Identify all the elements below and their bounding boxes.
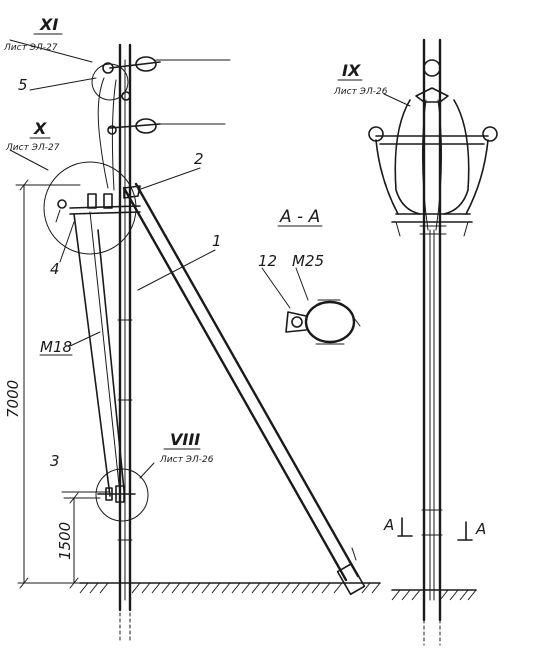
left-elevation-view: 7000 1500 5 2 1 4 3 М18 — [3, 15, 381, 641]
insulator-cage — [368, 87, 498, 237]
label-item-5: 5 — [18, 76, 28, 94]
dimension-7000: 7000 — [4, 179, 81, 589]
label-wire-m18: М18 — [40, 338, 72, 356]
callout-x: X Лист ЭЛ-27 — [5, 119, 60, 153]
label-item-1: 1 — [212, 232, 222, 250]
section-title: А - А — [279, 207, 320, 227]
callout-viii: VIII Лист ЭЛ-26 — [159, 430, 214, 465]
callout-xi: XI Лист ЭЛ-27 — [3, 15, 63, 53]
dimension-1500: 1500 — [56, 492, 101, 589]
label-item-12: 12 — [258, 252, 277, 270]
callout-viii-numeral: VIII — [170, 430, 200, 449]
callout-x-sheet: Лист ЭЛ-27 — [5, 143, 60, 153]
label-bolt-m25: М25 — [292, 252, 324, 270]
main-pole — [117, 43, 133, 641]
detail-circle-viii — [95, 468, 149, 522]
callout-xi-sheet: Лист ЭЛ-27 — [3, 43, 58, 53]
lower-crossarm — [55, 185, 141, 223]
callout-xi-numeral: XI — [39, 15, 58, 34]
right-elevation-view: IX Лист ЭЛ-26 А А — [333, 38, 498, 646]
section-mark-left: А — [383, 516, 394, 534]
callout-viii-sheet: Лист ЭЛ-26 — [159, 455, 214, 465]
upper-insulators — [97, 56, 231, 191]
dim-1500-text: 1500 — [56, 522, 74, 560]
ground-left — [79, 582, 381, 594]
callout-ix-numeral: IX — [342, 61, 361, 80]
label-item-3: 3 — [50, 452, 60, 470]
section-cut-marks: А А — [383, 516, 486, 541]
lifting-eye — [423, 59, 441, 77]
side-pole — [421, 38, 443, 646]
section-mark-right: А — [475, 520, 486, 538]
guy-wire — [73, 211, 125, 497]
pole-clamp — [285, 299, 361, 345]
callout-ix-sheet: Лист ЭЛ-26 — [333, 87, 388, 97]
section-a-a: А - А 12 М25 — [258, 207, 361, 345]
label-item-2: 2 — [194, 150, 204, 168]
callout-ix: IX Лист ЭЛ-26 — [333, 61, 411, 107]
detail-circle-x — [43, 161, 137, 255]
leader-lines — [9, 39, 216, 493]
inclined-strut — [122, 182, 366, 596]
label-item-4: 4 — [50, 260, 60, 278]
callout-x-numeral: X — [33, 119, 47, 138]
detail-circle-xi — [91, 63, 129, 101]
dim-7000-text: 7000 — [4, 380, 22, 418]
lower-fitting — [97, 485, 136, 503]
